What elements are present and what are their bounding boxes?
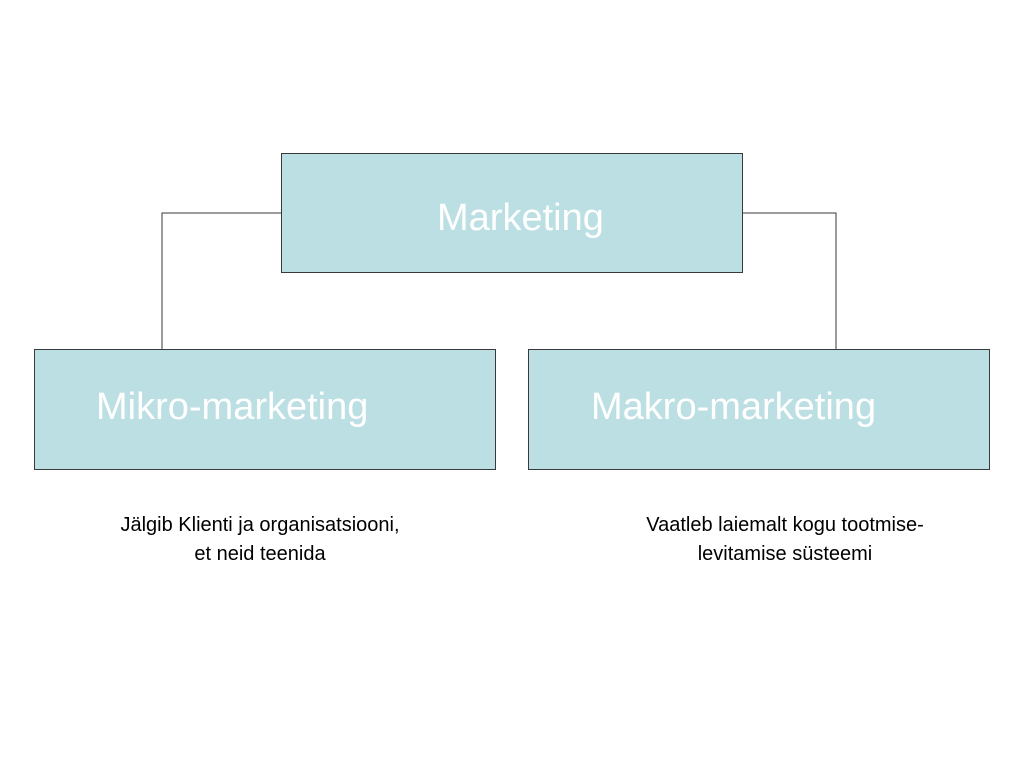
connector-root-to-makro [743,212,837,349]
node-makro-marketing: Makro-marketing [528,349,990,470]
makro-description-line-2: levitamise süsteemi [697,543,873,565]
makro-marketing-description: Vaatleb laiemalt kogu tootmise- levitami… [585,511,985,569]
node-makro-marketing-label: Makro-marketing [591,386,877,428]
node-mikro-marketing: Mikro-marketing [34,349,496,470]
connector-root-to-mikro [161,212,281,349]
node-marketing: Marketing [281,153,743,273]
node-marketing-label: Marketing [437,197,604,239]
node-mikro-marketing-label: Mikro-marketing [96,386,369,428]
mikro-description-line-1: Jälgib Klienti ja organisatsiooni, [120,514,400,536]
mikro-description-line-2: et neid teenida [194,543,326,565]
mikro-marketing-description: Jälgib Klienti ja organisatsiooni, et ne… [60,511,460,569]
makro-description-line-1: Vaatleb laiemalt kogu tootmise- [646,514,924,536]
